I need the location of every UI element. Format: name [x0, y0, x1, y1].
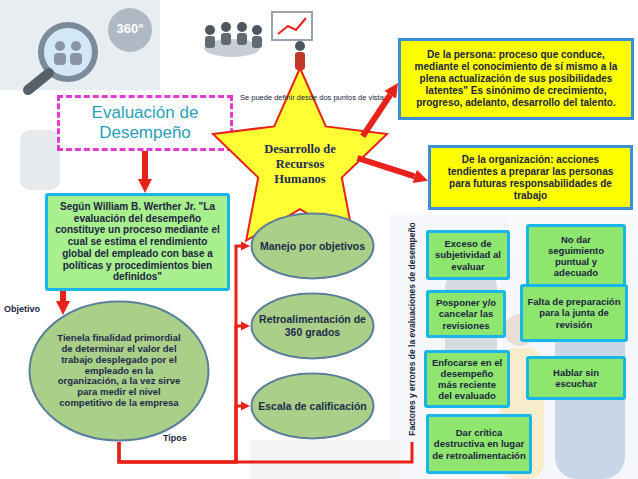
person-icon	[237, 22, 247, 32]
text-holder: Hablar sin escuchar	[532, 367, 620, 389]
factor-box: Falta de preparación para la junta de re…	[520, 284, 628, 342]
person-icon	[295, 41, 305, 51]
node-text: Hablar sin escuchar	[532, 367, 620, 389]
photo-backdrop	[20, 130, 60, 190]
text-holder: Escala de calificación	[250, 400, 375, 413]
text-holder: Manejo por objetivos	[252, 240, 373, 253]
arrow-connector	[363, 95, 391, 137]
text-holder: Enfocarse en el desempeño más reciente d…	[430, 357, 504, 402]
vertical-label: Factores y errores de la evaluaciones de…	[407, 214, 417, 444]
definition-box: De la organización: acciones tendientes …	[428, 145, 633, 210]
image-panel	[0, 0, 160, 90]
text-holder: Según William B. Werther Jr. "La evaluac…	[54, 201, 221, 283]
badge-text: 360°	[108, 21, 152, 36]
text-holder: Dar crítica destructiva en lugar de retr…	[432, 427, 526, 461]
board	[272, 12, 312, 40]
node-text: Enfocarse en el desempeño más reciente d…	[430, 357, 504, 402]
node-text: Según William B. Werther Jr. "La evaluac…	[54, 201, 221, 283]
definition-box: De la persona: proceso que conduce, medi…	[398, 38, 634, 120]
node-text: Desarrollo de Recursos Humanos	[254, 142, 346, 187]
photo-backdrop	[250, 440, 400, 479]
person-icon	[221, 33, 231, 45]
text-holder: De la organización: acciones tendientes …	[437, 154, 624, 202]
node-text: Evaluación de Desempeño	[76, 103, 214, 142]
text-holder: Falta de preparación para la junta de re…	[526, 296, 622, 330]
arrow-connector	[142, 151, 148, 179]
arrow-connector	[119, 246, 241, 462]
ellipse-shape	[252, 214, 374, 279]
factor-box: No dar seguimiento puntual y adecuado	[526, 224, 626, 288]
text-holder: De la persona: proceso que conduce, medi…	[407, 49, 625, 109]
node-text: Escala de calificación	[258, 400, 367, 413]
person-icon	[71, 41, 81, 51]
person-icon	[70, 53, 82, 65]
node-text: De la organización: acciones tendientes …	[437, 154, 624, 202]
arrow-connector	[119, 326, 241, 462]
node-text: Falta de preparación para la junta de re…	[526, 296, 622, 330]
person-icon	[54, 53, 66, 65]
node-text: Exceso de subjetividad al evaluar	[432, 238, 504, 272]
arrow-connector	[119, 406, 241, 462]
type-oval: Manejo por objetivos	[250, 212, 375, 280]
arrow-connector	[60, 291, 66, 301]
type-oval: Escala de calificación	[250, 372, 375, 440]
person-icon	[221, 22, 231, 32]
text-holder: Tienela finalidad primordial de determin…	[28, 333, 210, 409]
text-holder: Posponer y/o cancelar las revisiones	[432, 297, 500, 331]
text-holder: Desarrollo de Recursos Humanos	[254, 130, 346, 187]
ellipse-shape	[252, 374, 374, 439]
node-text: Manejo por objetivos	[260, 240, 365, 253]
person-icon	[237, 33, 247, 45]
text-holder: Exceso de subjetividad al evaluar	[432, 238, 504, 272]
node-text: Dar crítica destructiva en lugar de retr…	[432, 427, 526, 461]
person-icon	[205, 36, 215, 48]
objective-oval: Tienela finalidad primordial de determin…	[28, 300, 210, 442]
factor-box: Exceso de subjetividad al evaluar	[426, 230, 510, 280]
ellipse-shape	[252, 294, 374, 359]
factor-box: Dar crítica destructiva en lugar de retr…	[426, 414, 532, 474]
person-icon	[205, 25, 215, 35]
title-box: Evaluación de Desempeño	[57, 95, 233, 151]
magnifier-illustration	[0, 0, 160, 90]
board-chart	[278, 18, 306, 34]
node-text: De la persona: proceso que conduce, medi…	[407, 49, 625, 109]
arrow-connector	[357, 158, 414, 176]
node-text: Tienela finalidad primordial de determin…	[56, 333, 182, 409]
person-body	[555, 322, 625, 479]
person-icon	[252, 36, 262, 48]
meeting-illustration	[204, 12, 312, 70]
person-icon	[252, 25, 262, 35]
person-icon	[55, 41, 65, 51]
badge-circle	[108, 8, 152, 52]
photo-backdrop	[390, 215, 638, 479]
node-text: Posponer y/o cancelar las revisiones	[432, 297, 500, 331]
factor-box: Hablar sin escuchar	[526, 356, 626, 400]
section-label: Tipos	[163, 433, 187, 443]
node-text: No dar seguimiento puntual y adecuado	[532, 234, 620, 279]
bracket-line	[236, 442, 412, 462]
section-label: Objetivo	[4, 304, 40, 314]
text-holder: No dar seguimiento puntual y adecuado	[532, 234, 620, 279]
text-holder: Retroalimentación de 360 grados	[250, 313, 375, 338]
type-oval: Retroalimentación de 360 grados	[250, 292, 375, 360]
factor-box: Posponer y/o cancelar las revisiones	[426, 290, 506, 338]
node-text: Retroalimentación de 360 grados	[258, 313, 367, 338]
quote-box: Según William B. Werther Jr. "La evaluac…	[45, 193, 230, 291]
text-holder: Evaluación de Desempeño	[76, 103, 214, 142]
ellipse-shape	[30, 302, 209, 441]
magnifier-handle	[28, 73, 49, 90]
factor-box: Enfocarse en el desempeño más reciente d…	[424, 350, 510, 408]
